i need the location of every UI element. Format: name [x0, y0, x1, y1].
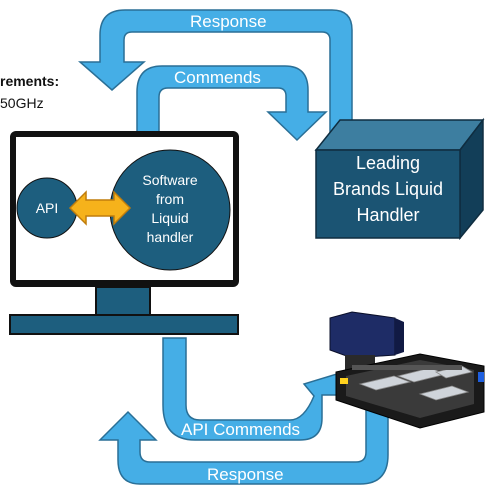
response-bottom-label: Response — [207, 465, 284, 484]
liquid-handler-box-label: Leading Brands Liquid Handler — [318, 150, 458, 228]
box-line: Leading — [355, 153, 421, 173]
liquid-handler-robot-icon — [329, 311, 485, 429]
response-top-label: Response — [190, 12, 267, 31]
software-line: Software — [142, 172, 198, 188]
liquid-handler-box — [314, 117, 485, 241]
bidirectional-arrow-icon — [68, 190, 132, 226]
requirements-spec: 50GHz — [0, 95, 44, 111]
software-line: handler — [146, 229, 194, 245]
commends-top-label: Commends — [174, 68, 261, 87]
requirements-text: rements: 50GHz — [0, 70, 59, 114]
software-line: from — [156, 191, 184, 207]
requirements-title: rements: — [0, 73, 60, 89]
response-bottom-arrow — [98, 387, 389, 485]
api-label: API — [35, 200, 59, 216]
api-commends-label: API Commends — [181, 420, 301, 439]
commends-top-arrow — [136, 65, 328, 142]
software-line: Liquid — [151, 210, 189, 226]
box-line: Brands Liquid — [332, 179, 444, 199]
box-line: Handler — [356, 205, 420, 225]
response-top-arrow — [78, 9, 353, 139]
software-label: Software from Liquid handler — [120, 171, 220, 247]
